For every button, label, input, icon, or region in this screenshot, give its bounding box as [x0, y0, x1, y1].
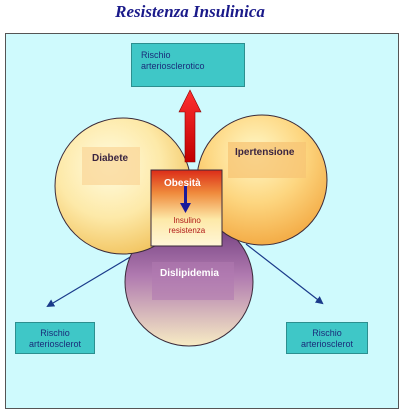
- up-arrow-icon: [178, 89, 202, 163]
- down-arrow-icon: [180, 186, 191, 213]
- risk-box-right: Rischio arteriosclerot: [286, 322, 368, 354]
- diagram-title: Resistenza Insulinica: [115, 2, 265, 21]
- ipertensione-label-backing: [228, 142, 306, 178]
- risk-box-top-line2: arteriosclerotico: [141, 61, 205, 71]
- risk-box-top-line1: Rischio: [141, 50, 171, 60]
- risk-box-right-line1: Rischio: [312, 328, 342, 338]
- dislipidemia-label-backing: [152, 262, 234, 300]
- risk-box-left-line2: arteriosclerot: [28, 339, 82, 349]
- label-dislipidemia: Dislipidemia: [160, 268, 219, 279]
- arrow-to-right-risk: [245, 243, 324, 305]
- risk-box-right-line2: arteriosclerot: [300, 339, 354, 349]
- label-obesita: Obesità: [164, 178, 201, 189]
- risk-box-left-line1: Rischio: [40, 328, 70, 338]
- label-insulino-line1: Insulino: [173, 216, 201, 225]
- risk-box-top: Rischio arteriosclerotico: [131, 43, 245, 87]
- diabete-label-backing: [82, 147, 140, 185]
- risk-box-left: Rischio arteriosclerot: [15, 322, 95, 354]
- label-ipertensione: Ipertensione: [235, 147, 295, 158]
- label-diabete: Diabete: [92, 153, 129, 164]
- label-insulino-resistenza: Insulino resistenza: [150, 216, 224, 236]
- label-insulino-line2: resistenza: [168, 226, 206, 235]
